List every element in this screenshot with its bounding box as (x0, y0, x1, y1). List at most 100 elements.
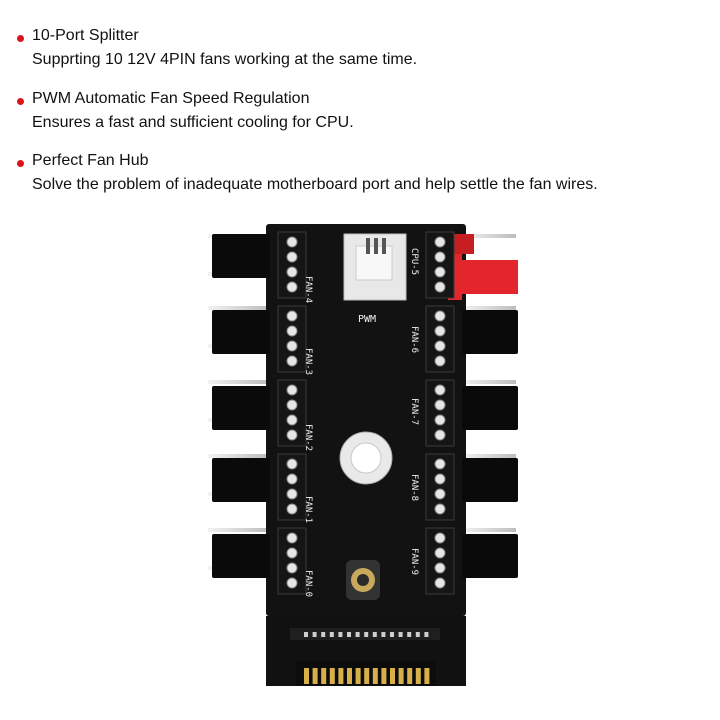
solder-pad (304, 632, 308, 637)
solder-pad (372, 632, 377, 637)
header-pin (286, 310, 298, 322)
header-pin (434, 399, 446, 411)
port-label-fan-2: FAN-2 (303, 424, 313, 451)
solder-pad (347, 632, 351, 637)
header-pin (434, 562, 446, 574)
header-pin (434, 547, 446, 559)
cpu-fan-header (448, 234, 518, 300)
sata-pin (338, 668, 344, 684)
header-pin (286, 547, 298, 559)
header-pin (286, 355, 298, 367)
header-pin (286, 266, 298, 278)
solder-pad (424, 632, 429, 637)
sata-pin (329, 668, 335, 684)
left-fan-headers (212, 234, 270, 578)
port-label-fan-8: FAN-8 (409, 474, 419, 501)
port-label-cpu-5: CPU-5 (409, 248, 419, 275)
left-port-labels: FAN-4 FAN-3 FAN-2 FAN-1 FAN-0 (303, 276, 313, 597)
port-label-fan-7: FAN-7 (409, 398, 419, 425)
sata-pin (304, 668, 309, 684)
sata-pin (312, 668, 318, 684)
right-port-labels: CPU-5 FAN-6 FAN-7 FAN-8 FAN-9 (409, 248, 419, 575)
header-pin (434, 355, 446, 367)
header-pin (434, 577, 446, 589)
solder-pad (407, 632, 412, 637)
feature-description: Supprting 10 12V 4PIN fans working at th… (32, 51, 418, 68)
fan-hub-photo: PWM FAN-4 FAN-3 FAN-2 FAN-1 FAN-0 CPU-5 … (208, 224, 518, 686)
header-pin (434, 488, 446, 500)
solder-pad (312, 632, 317, 637)
header-pin (434, 503, 446, 515)
header-pin (286, 429, 298, 441)
sata-pins (304, 632, 430, 684)
header-pin (286, 281, 298, 293)
sata-pin (415, 668, 421, 684)
header-pin (286, 473, 298, 485)
feature-title: PWM Automatic Fan Speed Regulation (32, 90, 310, 107)
bullet-icon (17, 98, 24, 105)
header-pin (286, 340, 298, 352)
sata-pin (347, 668, 352, 684)
feature-description: Ensures a fast and sufficient cooling fo… (32, 114, 354, 131)
solder-pad (381, 632, 386, 637)
header-pin (286, 503, 298, 515)
solder-pad (390, 632, 394, 637)
port-label-fan-4: FAN-4 (303, 276, 313, 303)
header-pin (434, 384, 446, 396)
header-pin (286, 399, 298, 411)
solder-pad (364, 632, 369, 637)
solder-pad (329, 632, 334, 637)
solder-pad (415, 632, 420, 637)
pwm-label: PWM (358, 314, 376, 325)
header-pin (286, 236, 298, 248)
header-pin (434, 281, 446, 293)
port-label-fan-9: FAN-9 (409, 548, 419, 575)
port-label-fan-3: FAN-3 (303, 348, 313, 375)
port-label-fan-0: FAN-0 (303, 570, 313, 597)
header-pin (286, 325, 298, 337)
capacitor (346, 560, 380, 600)
right-header-pads (425, 231, 455, 595)
header-pin (286, 577, 298, 589)
sata-pin (355, 668, 361, 684)
solder-pad (398, 632, 403, 637)
feature-title: Perfect Fan Hub (32, 152, 149, 169)
sata-pin (364, 668, 370, 684)
header-pin (434, 532, 446, 544)
header-pin (286, 251, 298, 263)
header-pin (286, 488, 298, 500)
header-pin (434, 310, 446, 322)
header-pin (286, 458, 298, 470)
sata-pin (381, 668, 387, 684)
solder-pad (321, 632, 326, 637)
header-pin (434, 473, 446, 485)
pwm-header (343, 233, 407, 301)
sata-pin (372, 668, 378, 684)
header-pin (434, 340, 446, 352)
feature-title: 10-Port Splitter (32, 27, 139, 44)
sata-pin (398, 668, 404, 684)
header-pin (434, 236, 446, 248)
bullet-icon (17, 35, 24, 42)
sata-pin (390, 668, 395, 684)
header-pin (434, 429, 446, 441)
header-pin (434, 414, 446, 426)
sata-pin (407, 668, 413, 684)
feature-description: Solve the problem of inadequate motherbo… (32, 176, 598, 193)
mounting-hole (339, 431, 393, 485)
header-pin (286, 414, 298, 426)
port-label-fan-6: FAN-6 (409, 326, 419, 353)
header-pin (434, 251, 446, 263)
bullet-icon (17, 160, 24, 167)
port-label-fan-1: FAN-1 (303, 496, 313, 523)
header-pin (434, 266, 446, 278)
sata-pin (321, 668, 327, 684)
header-pin (434, 325, 446, 337)
header-pin (286, 384, 298, 396)
solder-pad (355, 632, 360, 637)
solder-pad (338, 632, 343, 637)
right-fan-headers (462, 310, 518, 578)
header-pin (286, 532, 298, 544)
header-pin (286, 562, 298, 574)
pcb-board (266, 224, 466, 616)
